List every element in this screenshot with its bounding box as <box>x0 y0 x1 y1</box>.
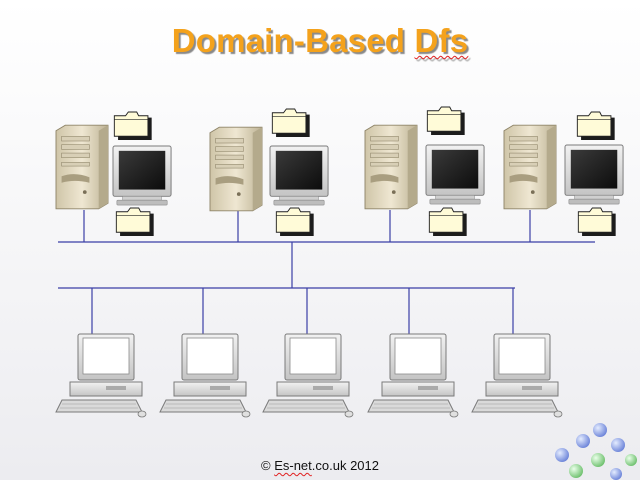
server-tower-icon <box>55 124 109 210</box>
copyright-footer: © Es-net.co.uk 2012 <box>0 458 640 473</box>
workstation-icon <box>159 333 251 418</box>
server-tower-icon <box>364 124 418 210</box>
decorative-dot <box>555 448 569 462</box>
folder-icon <box>115 207 155 237</box>
workstation-icon <box>367 333 459 418</box>
slide-title: Domain-Based Dfs <box>0 22 640 60</box>
server-tower-icon <box>503 124 557 210</box>
decorative-dot <box>611 438 625 452</box>
folder-icon <box>275 207 315 237</box>
folder-icon <box>113 111 153 141</box>
folder-icon <box>576 111 616 141</box>
decorative-dot <box>569 464 583 478</box>
decorative-dot <box>593 423 607 437</box>
network-lines <box>58 210 595 334</box>
footer-suffix: .co.uk 2012 <box>311 458 379 473</box>
server-group <box>55 111 172 237</box>
workstation-icon <box>471 333 563 418</box>
decorative-dot <box>591 453 605 467</box>
workstation-icon <box>55 333 147 418</box>
folder-icon <box>426 106 466 136</box>
footer-prefix: © <box>261 458 275 473</box>
monitor-icon <box>564 144 624 205</box>
title-underlined-word: Dfs <box>414 22 469 59</box>
server-group <box>503 111 624 237</box>
monitor-icon <box>425 144 485 205</box>
title-prefix: Domain-Based <box>171 22 415 59</box>
monitor-icon <box>112 145 172 206</box>
monitor-icon <box>269 145 329 206</box>
decorative-dot <box>610 468 622 480</box>
folder-icon <box>428 207 468 237</box>
server-group <box>209 108 329 237</box>
server-tower-icon <box>209 126 263 212</box>
server-group <box>364 106 485 237</box>
workstation-icon <box>262 333 354 418</box>
decorative-dot <box>625 454 637 466</box>
decorative-dot <box>576 434 590 448</box>
decorative-dots <box>555 423 637 480</box>
folder-icon <box>577 207 617 237</box>
footer-underlined-word: Es-net <box>274 458 312 473</box>
folder-icon <box>271 108 311 138</box>
